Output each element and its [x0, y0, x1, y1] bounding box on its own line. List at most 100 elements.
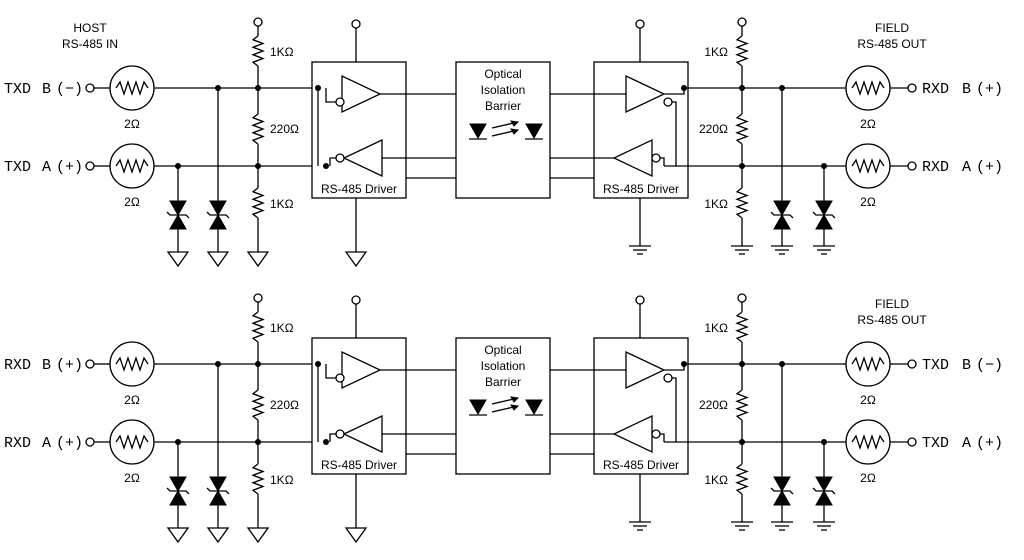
terminal-icon	[737, 17, 747, 27]
ground-icon	[629, 245, 651, 255]
wire	[329, 433, 336, 442]
pin-letter: B	[42, 81, 51, 98]
resistor-zigzag	[115, 79, 149, 97]
pin-polarity: (−)	[56, 81, 83, 98]
resistor-icon	[251, 311, 265, 343]
right-driver-block: RS-485 Driver	[550, 295, 689, 531]
ground-icon	[731, 521, 753, 531]
diode-up	[209, 200, 227, 217]
resistor-zigzag	[251, 311, 265, 343]
wire	[325, 88, 336, 103]
terminal-icon	[351, 295, 361, 305]
resistor-zigzag	[251, 113, 265, 145]
terminal-icon	[85, 83, 95, 93]
thermistor-icon	[845, 143, 891, 189]
thermistor-icon	[109, 341, 155, 387]
wire	[660, 157, 665, 166]
resistor-icon	[735, 311, 749, 343]
fuse-value-label: 2Ω	[860, 393, 876, 407]
ground-icon	[813, 521, 835, 531]
resistor-zigzag	[735, 311, 749, 343]
pin-polarity: (+)	[976, 435, 1003, 452]
pin-letter: A	[962, 159, 971, 176]
tx-buffer	[341, 74, 382, 114]
diode-up	[815, 200, 833, 217]
diode-up	[209, 476, 227, 493]
ground-icon	[246, 251, 270, 268]
pin-letter: B	[962, 357, 971, 374]
thermistor-icon	[109, 143, 155, 189]
left-driver-block: RS-485 Driver	[311, 19, 456, 268]
left-driver-block: RS-485 Driver	[311, 295, 456, 544]
diode-up	[169, 476, 187, 493]
isolation-label: Optical	[484, 343, 521, 357]
zener-bar	[770, 211, 794, 219]
terminal-icon	[351, 19, 361, 29]
tvs-diode-icon	[812, 188, 836, 242]
ground-icon	[771, 521, 793, 531]
fuse-value-label: 2Ω	[860, 471, 876, 485]
pin-name: RXD	[922, 81, 949, 98]
ground-icon	[344, 251, 368, 268]
tvs-diode-icon	[206, 188, 230, 242]
terminal-icon	[85, 359, 95, 369]
zener-bar	[166, 211, 190, 219]
led	[469, 399, 487, 416]
fuse-value-label: 2Ω	[860, 195, 876, 209]
resistor-icon	[735, 463, 749, 495]
ground-icon	[771, 245, 793, 255]
resistor-zigzag	[251, 463, 265, 495]
ground-triangle	[166, 251, 190, 268]
ground-triangle	[344, 527, 368, 544]
resistor-zigzag	[735, 389, 749, 421]
tvs-diode-icon	[812, 464, 836, 518]
resistor-icon	[251, 113, 265, 145]
isolation-label: Isolation	[481, 359, 526, 373]
field-title: FIELD	[875, 21, 909, 35]
terminal-icon	[253, 293, 263, 303]
diode-down	[209, 213, 227, 230]
diode-down	[773, 213, 791, 230]
optocoupler-icon	[469, 396, 543, 416]
resistor-zigzag	[251, 389, 265, 421]
pulldown-value-label: 1KΩ	[704, 197, 728, 211]
pin-name: TXD	[922, 357, 949, 374]
ground-icon	[206, 251, 230, 268]
inverter-bubble	[663, 373, 673, 383]
wire	[672, 101, 677, 166]
ground-icon	[629, 521, 651, 531]
terminal-icon	[253, 17, 263, 27]
host-title: HOST	[73, 21, 107, 35]
pin-name: RXD	[4, 435, 31, 452]
thermistor-icon	[109, 419, 155, 465]
arrowhead	[510, 120, 520, 127]
ground-triangle	[344, 251, 368, 268]
ground-icon	[246, 527, 270, 544]
resistor-zigzag	[115, 355, 149, 373]
resistor-zigzag	[735, 35, 749, 67]
arrowhead	[510, 404, 520, 411]
buffer-triangle-icon	[625, 350, 666, 390]
resistor-zigzag	[251, 187, 265, 219]
driver-label: RS-485 Driver	[603, 458, 679, 472]
resistor-zigzag	[851, 355, 885, 373]
pullup-value-label: 1KΩ	[704, 45, 728, 59]
pulldown-value-label: 1KΩ	[270, 197, 294, 211]
resistor-zigzag	[735, 113, 749, 145]
termination-value-label: 220Ω	[699, 122, 728, 136]
diode-down	[169, 213, 187, 230]
pin-polarity: (+)	[56, 357, 83, 374]
pin-name: RXD	[4, 357, 31, 374]
driver-label: RS-485 Driver	[321, 182, 397, 196]
isolation-label: Optical	[484, 67, 521, 81]
pin-name: RXD	[922, 159, 949, 176]
tvs-diode-icon	[166, 464, 190, 518]
zener-bar	[206, 487, 230, 495]
junction-dot	[323, 439, 329, 445]
zener-bar	[812, 487, 836, 495]
zener-bar	[770, 487, 794, 495]
